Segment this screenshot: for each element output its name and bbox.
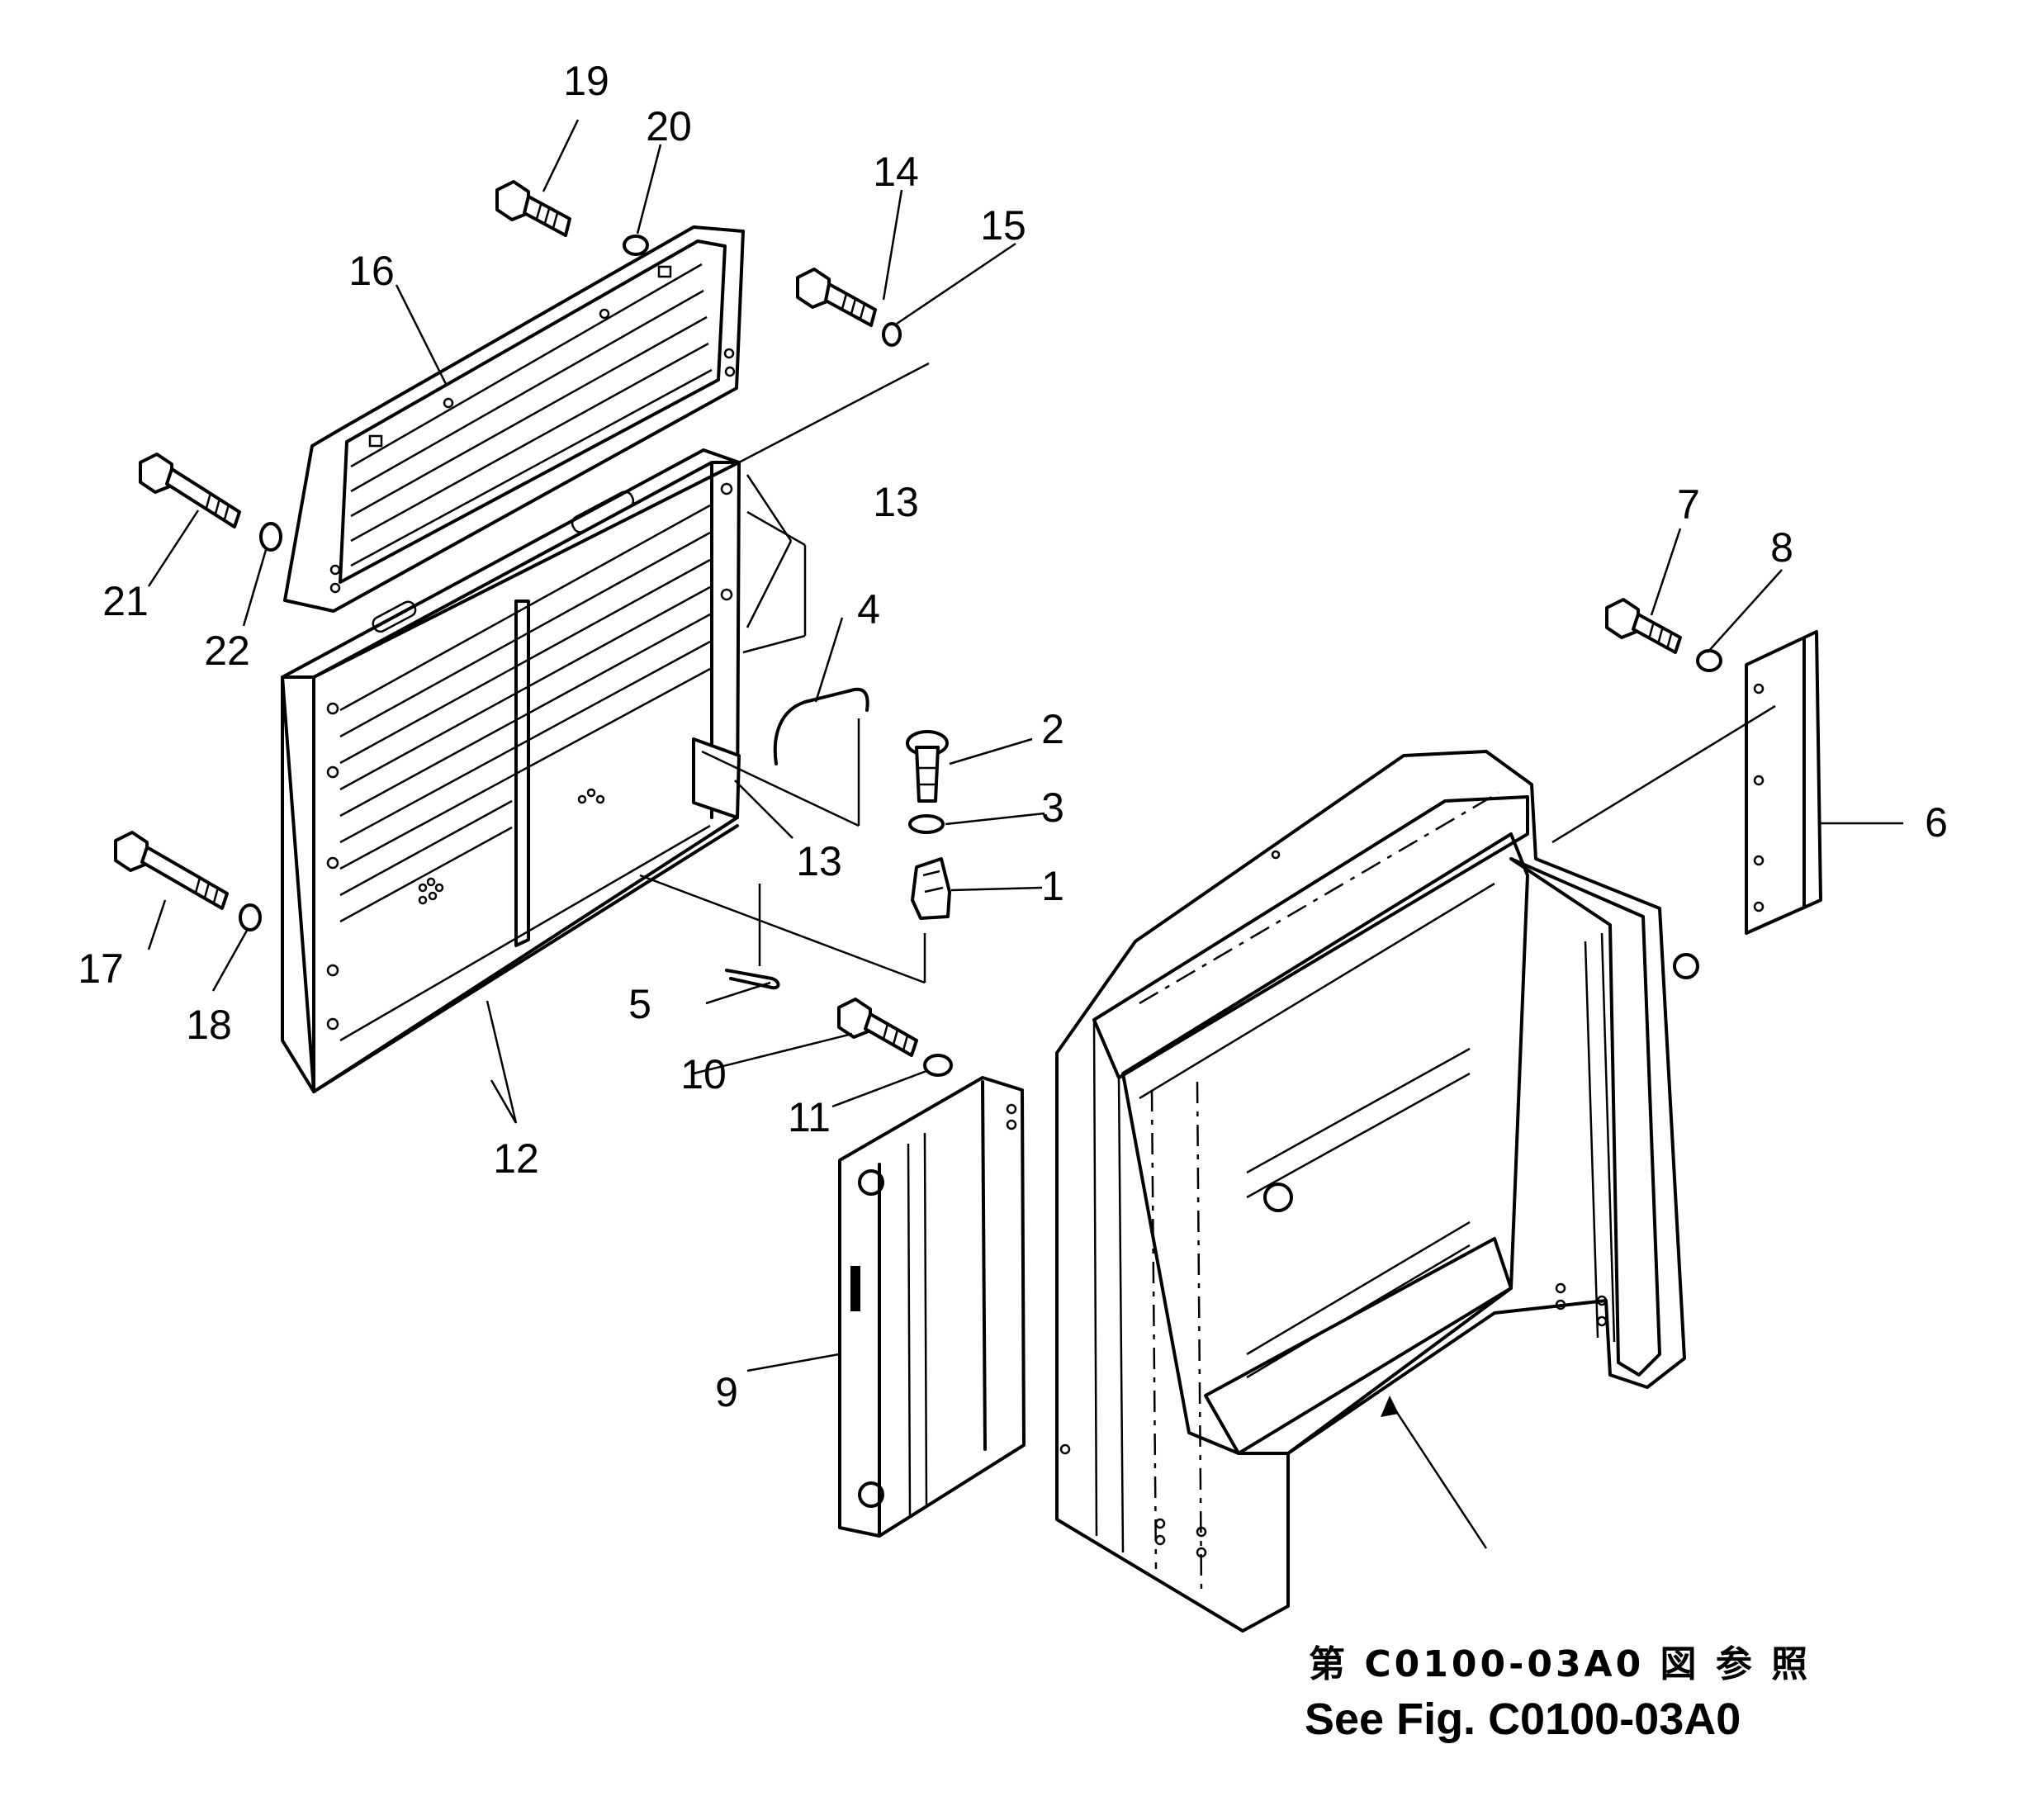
callout-13-lower: 13 [796,838,842,884]
reference-note-english: See Fig. C0100-03A0 [1305,1694,1741,1744]
part-3-washer [908,814,945,834]
part-9-side-door [838,1076,1026,1538]
part-4-handle [773,687,869,765]
part-20-washer [623,235,649,256]
callout-17: 17 [78,946,124,992]
main-guard-frame [1055,750,1699,1633]
part-21-bolt [139,453,241,528]
callout-20: 20 [646,103,692,149]
part-22-washer [259,522,282,552]
callout-9: 9 [715,1369,738,1415]
reference-note-japanese: 第 C0100-03A0 図 参 照 [1309,1643,1811,1685]
part-17-bolt [114,831,229,910]
part-14-bolt [796,268,877,327]
callout-2: 2 [1041,706,1064,752]
part-1-latch [911,857,951,920]
callout-21: 21 [102,578,149,624]
callout-10: 10 [680,1051,727,1097]
part-5-cotter-pin [725,969,780,990]
callout-19: 19 [563,58,609,104]
callout-16: 16 [348,248,395,294]
callout-4: 4 [857,586,880,633]
part-19-bolt [495,180,571,237]
callout-22: 22 [204,628,250,674]
callout-13-upper: 13 [873,479,919,525]
part-10-bolt [837,998,918,1057]
part-8-washer [1696,649,1722,672]
part-18-washer [239,903,262,931]
callout-14: 14 [873,149,919,195]
callout-5: 5 [628,981,651,1027]
part-6-side-plate [1745,630,1822,935]
callout-labels: 19 20 16 14 15 13 21 22 4 2 3 13 1 17 18… [78,58,1948,1415]
callout-1: 1 [1041,863,1064,909]
part-15-washer [882,322,902,347]
callout-11: 11 [788,1094,831,1140]
part-2-pin [906,730,949,803]
callout-15: 15 [980,202,1026,249]
callout-6: 6 [1925,799,1948,846]
callout-leaders [147,119,1903,1549]
callout-7: 7 [1677,481,1700,528]
part-7-bolt [1605,598,1682,654]
callout-18: 18 [186,1002,232,1048]
callout-3: 3 [1041,784,1064,831]
assembly-lines [639,362,1776,984]
part-16-top-grille [283,225,745,613]
part-13-bracket [692,737,741,819]
callout-12: 12 [493,1135,539,1182]
part-11-washer [923,1054,953,1077]
callout-8: 8 [1770,524,1793,571]
